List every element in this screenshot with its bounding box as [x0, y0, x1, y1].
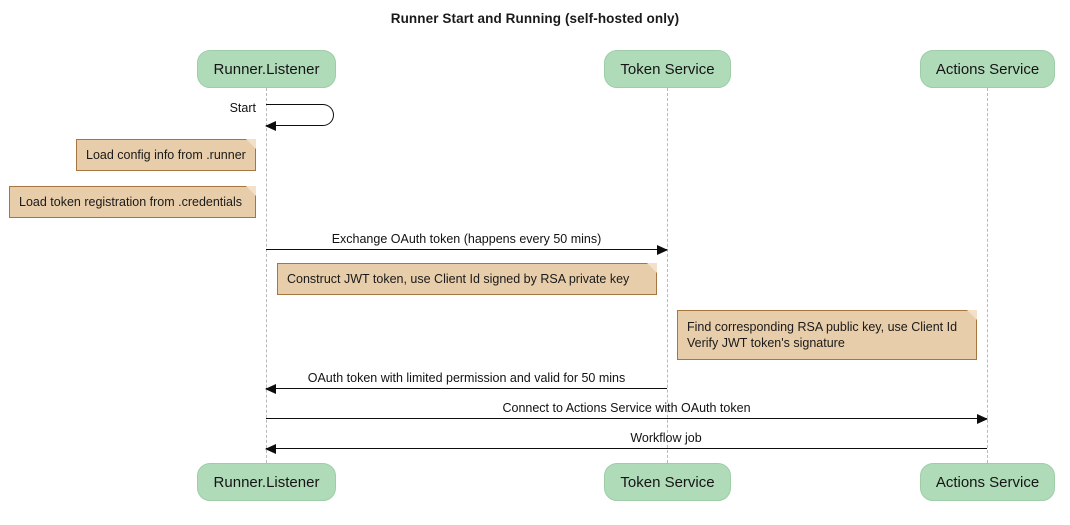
- participant-actions-top[interactable]: Actions Service: [920, 50, 1055, 88]
- note-construct-jwt: Construct JWT token, use Client Id signe…: [277, 263, 657, 295]
- message-label: Workflow job: [630, 431, 702, 445]
- message-start[interactable]: Start: [230, 101, 334, 131]
- participant-label: Runner.Listener: [213, 473, 320, 491]
- message-label: Exchange OAuth token (happens every 50 m…: [331, 232, 602, 246]
- arrowhead-left: [265, 121, 276, 131]
- message-oauth-token-reply[interactable]: OAuth token with limited permission and …: [265, 371, 667, 394]
- note-text: Construct JWT token, use Client Id signe…: [287, 272, 630, 286]
- lifeline-runner: [266, 88, 267, 463]
- arrowhead-right: [977, 414, 988, 424]
- participant-token-top[interactable]: Token Service: [604, 50, 731, 88]
- note-text: Load config info from .runner: [86, 148, 246, 162]
- note-load-token-registration: Load token registration from .credential…: [9, 186, 256, 218]
- participant-label: Token Service: [620, 60, 715, 78]
- message-label: OAuth token with limited permission and …: [307, 371, 626, 385]
- participant-label: Actions Service: [935, 60, 1040, 78]
- arrowhead-left: [265, 384, 276, 394]
- lifeline-actions: [987, 88, 988, 463]
- diagram-title: Runner Start and Running (self-hosted on…: [390, 11, 680, 26]
- participant-runner-top[interactable]: Runner.Listener: [197, 50, 336, 88]
- lifeline-token: [667, 88, 668, 463]
- message-exchange-oauth[interactable]: Exchange OAuth token (happens every 50 m…: [266, 232, 668, 255]
- self-message-path: [266, 104, 334, 126]
- arrowhead-left: [265, 444, 276, 454]
- note-text: Load token registration from .credential…: [19, 195, 243, 209]
- note-fold-corner-icon: [647, 263, 657, 273]
- participant-label: Runner.Listener: [213, 60, 320, 78]
- message-connect-actions[interactable]: Connect to Actions Service with OAuth to…: [266, 401, 988, 424]
- participant-label: Token Service: [620, 473, 715, 491]
- note-load-config: Load config info from .runner: [76, 139, 256, 171]
- message-label: Connect to Actions Service with OAuth to…: [502, 401, 751, 415]
- note-fold-corner-icon: [967, 310, 977, 320]
- note-fold-corner-icon: [246, 186, 256, 196]
- participant-runner-bottom[interactable]: Runner.Listener: [197, 463, 336, 501]
- participant-token-bottom[interactable]: Token Service: [604, 463, 731, 501]
- message-label: Start: [229, 101, 256, 115]
- participant-actions-bottom[interactable]: Actions Service: [920, 463, 1055, 501]
- note-fold-corner-icon: [246, 139, 256, 149]
- message-workflow-job[interactable]: Workflow job: [265, 431, 987, 454]
- participant-label: Actions Service: [935, 473, 1040, 491]
- note-text: Find corresponding RSA public key, use C…: [687, 320, 958, 350]
- arrowhead-right: [657, 245, 668, 255]
- note-verify-jwt: Find corresponding RSA public key, use C…: [677, 310, 977, 360]
